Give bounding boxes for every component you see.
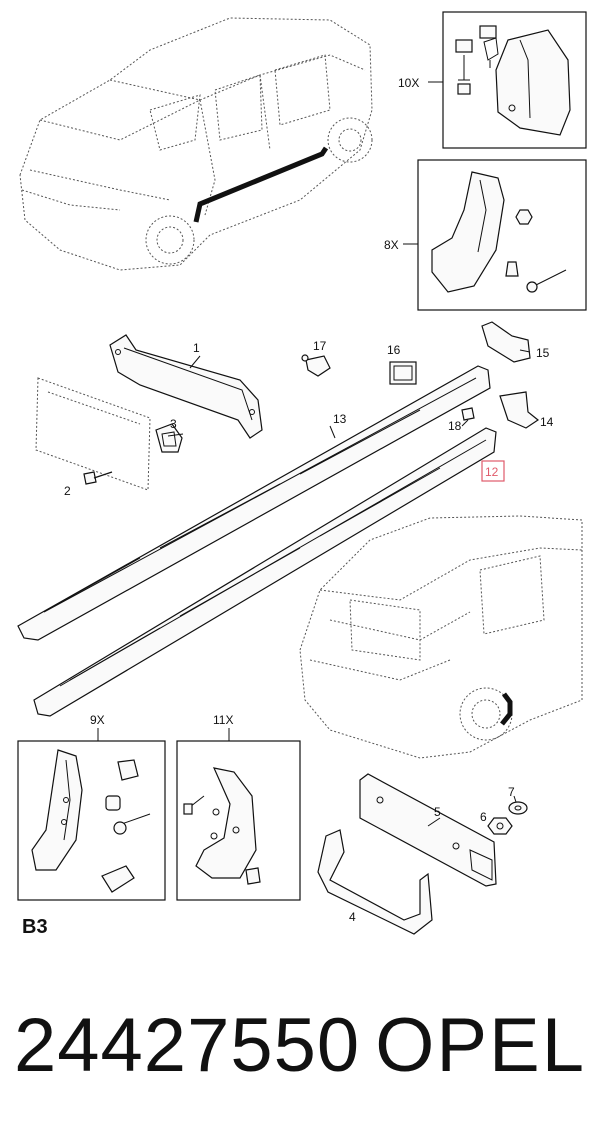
callout-6: 6 bbox=[480, 810, 487, 824]
bracket-part-14: 14 bbox=[499, 391, 554, 429]
detail-box-10x: 10X bbox=[398, 11, 587, 149]
clip-part-16: 16 bbox=[387, 343, 417, 385]
clip-part-3: 3 bbox=[155, 417, 184, 453]
pushpin-part-17: 17 bbox=[301, 339, 331, 377]
callout-3: 3 bbox=[170, 417, 177, 431]
callout-16: 16 bbox=[387, 343, 401, 357]
callout-4: 4 bbox=[349, 910, 356, 924]
callout-1: 1 bbox=[193, 341, 200, 355]
callout-13: 13 bbox=[333, 412, 347, 426]
callout-15: 15 bbox=[536, 346, 550, 360]
washer-part-7: 7 bbox=[508, 785, 528, 815]
front-car-illustration bbox=[19, 17, 373, 271]
callout-2: 2 bbox=[64, 484, 71, 498]
section-code: B3 bbox=[22, 916, 48, 938]
rear-car-illustration bbox=[299, 515, 583, 759]
highlight-marker bbox=[481, 460, 505, 482]
seal-strip-part-2: 2 bbox=[35, 377, 151, 498]
seal-plate-part-5: 5 bbox=[359, 773, 497, 887]
callout-18: 18 bbox=[448, 419, 462, 433]
callout-7: 7 bbox=[508, 785, 515, 799]
part-number: 24427550 bbox=[14, 1003, 361, 1088]
callout-12: 12 bbox=[485, 465, 499, 479]
bracket-part-4: 4 bbox=[317, 829, 433, 935]
callout-11x: 11X bbox=[213, 713, 233, 727]
detail-box-9x: 9X bbox=[17, 713, 166, 901]
bracket-part-1: 1 bbox=[109, 334, 263, 439]
nut-part-6: 6 bbox=[480, 810, 513, 835]
detail-box-11x: 11X bbox=[176, 713, 301, 901]
detail-box-8x: 8X bbox=[384, 159, 587, 311]
bracket-part-15: 15 bbox=[481, 321, 550, 363]
callout-14: 14 bbox=[540, 415, 554, 429]
callout-9x: 9X bbox=[90, 713, 105, 727]
brand-name: OPEL bbox=[375, 1003, 586, 1088]
callout-5: 5 bbox=[434, 805, 441, 819]
callout-10x: 10X bbox=[398, 76, 419, 90]
sill-moulding-part-13: 13 bbox=[17, 365, 491, 641]
callout-8x: 8X bbox=[384, 238, 399, 252]
clip-part-18: 18 bbox=[448, 407, 475, 433]
sill-moulding-part-12: 12 bbox=[33, 427, 505, 717]
callout-17: 17 bbox=[313, 339, 327, 353]
